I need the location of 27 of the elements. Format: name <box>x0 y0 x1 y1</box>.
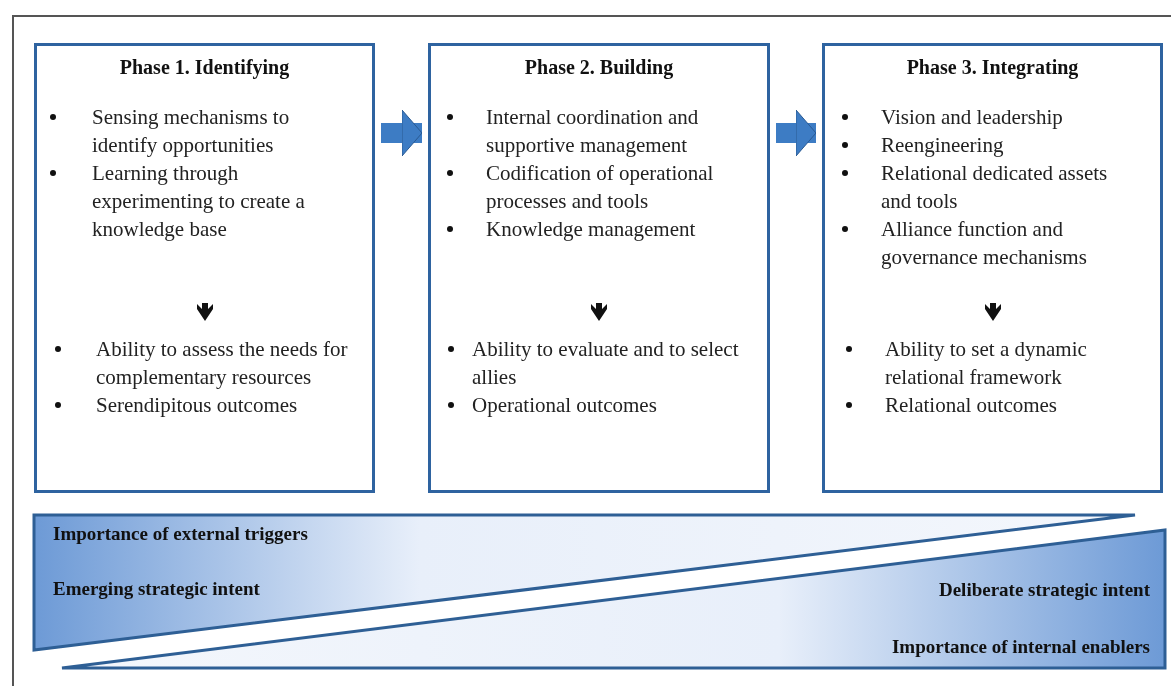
bullet-text: Ability to evaluate and to select allies <box>472 336 740 391</box>
bullet-text: Internal coordination and supportive management <box>486 104 700 159</box>
phase-heading: Phase 3. Integrating <box>905 56 1080 79</box>
phase-box <box>822 43 1163 493</box>
wedge-label: Emerging strategic intent <box>53 578 260 600</box>
wedge-label: Importance of external triggers <box>53 523 308 545</box>
phase-box <box>34 43 375 493</box>
block-arrow <box>776 109 817 157</box>
bullet-text: Relational outcomes <box>885 392 1059 419</box>
bullet-text: Sensing mechanisms to identify opportunities <box>92 104 291 159</box>
bullet-text: Vision and leadership <box>881 104 1064 131</box>
bullet-text: Alliance function and governance mechanisms <box>881 216 1088 271</box>
phase-heading: Phase 2. Building <box>523 56 675 79</box>
block-arrow <box>381 109 423 157</box>
bullet-text: Ability to assess the needs for complementary resources <box>96 336 349 391</box>
bullet-text: Operational outcomes <box>472 392 658 419</box>
bullet-text: Relational dedicated assets and tools <box>881 160 1109 215</box>
bullet-text: Knowledge management <box>486 216 697 243</box>
wedge-label: Deliberate strategic intent <box>938 579 1150 601</box>
bullet-text: Learning through experimenting to create a knowledge base <box>92 160 306 243</box>
phase-box <box>428 43 770 493</box>
bullet-text: Reengineering <box>881 132 1005 159</box>
bullet-text: Ability to set a dynamic relational framework <box>885 336 1088 391</box>
phase-heading: Phase 1. Identifying <box>118 56 291 79</box>
bullet-text: Codification of operational processes and tools <box>486 160 715 215</box>
bullet-text: Serendipitous outcomes <box>96 392 299 419</box>
wedge-label: Importance of internal enablers <box>891 636 1150 658</box>
